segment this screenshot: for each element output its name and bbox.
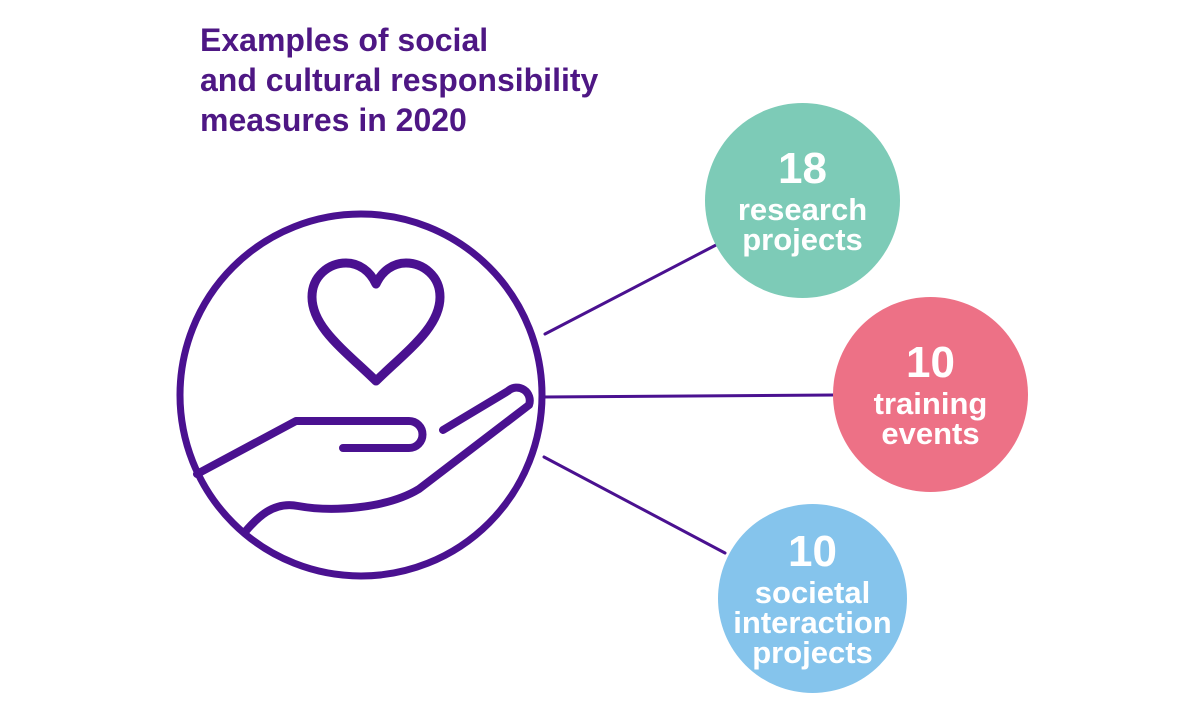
connector-line-training-events [541, 393, 836, 399]
stat-bubble-societal-projects: 10 societal interaction projects [718, 504, 907, 693]
heart-icon [307, 258, 445, 386]
hand-thumb-icon [241, 383, 534, 536]
connector-line-research-projects [543, 243, 718, 336]
stat-value: 18 [778, 143, 827, 193]
icon-circle-outline [176, 210, 546, 580]
stat-bubble-research-projects: 18 research projects [705, 103, 900, 298]
stat-value: 10 [906, 337, 955, 387]
hand-fingers-icon [193, 417, 427, 478]
hand-holding-heart-icon [176, 210, 546, 580]
connector-line-societal-projects [542, 455, 727, 555]
title-line-1: Examples of social [200, 22, 489, 58]
stat-label: research projects [737, 192, 868, 258]
stat-bubble-training-events: 10 training events [833, 297, 1028, 492]
stat-label: training events [873, 386, 988, 452]
stat-value: 10 [788, 526, 837, 576]
title-line-3: measures in 2020 [200, 102, 467, 138]
title-line-2: and cultural responsibility [200, 62, 599, 98]
infographic-title: Examples of social and cultural responsi… [200, 20, 598, 140]
stat-label: societal interaction projects [733, 575, 892, 671]
